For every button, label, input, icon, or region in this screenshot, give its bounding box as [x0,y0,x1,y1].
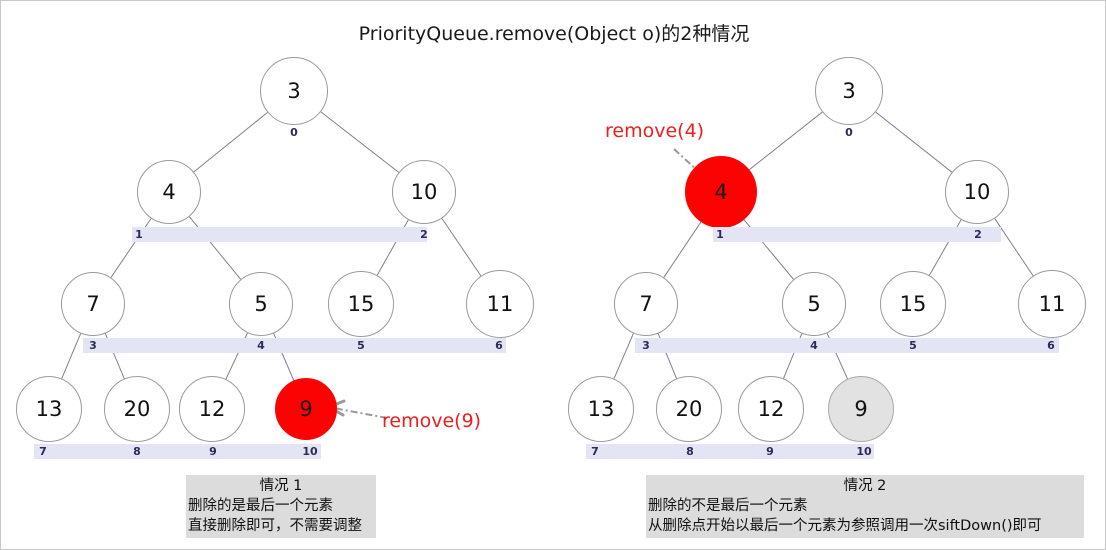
tree-node-value: 10 [410,180,438,204]
tree-node-right-8[interactable]: 20 [656,376,722,442]
node-index-label: 6 [495,339,503,352]
tree-node-left-8[interactable]: 20 [104,376,170,442]
node-index-label: 1 [716,228,724,241]
node-index-label: 9 [209,445,217,458]
tree-node-left-10[interactable]: 9 [275,378,337,440]
tree-node-value: 5 [254,292,268,316]
node-index-label: 4 [810,339,818,352]
tree-node-value: 20 [123,397,151,421]
tree-node-value: 10 [963,180,991,204]
tree-node-right-9[interactable]: 12 [738,376,804,442]
tree-node-value: 11 [486,292,514,316]
node-index-label: 0 [290,126,298,139]
tree-node-value: 13 [587,397,615,421]
node-index-label: 10 [302,445,318,458]
left-caption-line-1: 删除的是最后一个元素 [188,498,333,514]
tree-node-left-1[interactable]: 4 [137,160,201,224]
tree-node-right-2[interactable]: 10 [945,160,1009,224]
node-index-label: 2 [420,228,428,241]
tree-node-left-3[interactable]: 7 [61,272,125,336]
node-index-label: 10 [856,445,872,458]
tree-node-value: 7 [86,292,100,316]
tree-node-value: 5 [807,292,821,316]
right-caption-title: 情况 2 [843,478,887,494]
remove-9-label: remove(9) [382,410,482,432]
right-caption-line-2: 从删除点开始以最后一个元素为参照调用一次siftDown()即可 [648,518,1042,534]
tree-node-right-4[interactable]: 5 [782,272,846,336]
tree-node-value: 20 [675,397,703,421]
node-index-label: 3 [89,339,97,352]
tree-node-value: 7 [639,292,653,316]
index-band [34,444,321,459]
tree-node-value: 11 [1038,292,1066,316]
node-index-label: 5 [357,339,365,352]
index-band [83,338,506,353]
tree-node-value: 4 [714,180,728,204]
tree-edge [748,111,823,171]
node-index-label: 7 [591,445,599,458]
tree-node-value: 4 [162,180,176,204]
tree-node-right-6[interactable]: 11 [1018,270,1086,338]
node-index-label: 6 [1047,339,1055,352]
remove-4-label: remove(4) [605,120,705,142]
tree-edge [320,111,400,173]
index-band [635,338,1059,353]
tree-node-value: 9 [299,397,313,421]
page-title: PriorityQueue.remove(Object o)的2种情况 [358,23,750,45]
right-caption: 情况 2 删除的不是最后一个元素 从删除点开始以最后一个元素为参照调用一次sif… [646,475,1084,538]
tree-node-left-7[interactable]: 13 [16,376,82,442]
left-caption: 情况 1 删除的是最后一个元素 直接删除即可，不需要调整 [186,475,376,538]
tree-node-left-5[interactable]: 15 [328,271,394,337]
tree-node-right-0[interactable]: 3 [815,57,883,125]
node-index-label: 2 [974,228,982,241]
node-index-label: 9 [766,445,774,458]
tree-edge [441,218,482,277]
node-index-label: 8 [686,445,694,458]
tree-node-left-2[interactable]: 10 [392,160,456,224]
tree-node-value: 9 [854,397,868,421]
node-index-label: 7 [39,445,47,458]
tree-node-value: 15 [347,292,375,316]
tree-node-right-1[interactable]: 4 [685,156,757,228]
index-band [586,444,874,459]
tree-edge [875,111,953,173]
left-caption-line-2: 直接删除即可，不需要调整 [188,518,362,534]
left-caption-title: 情况 1 [259,478,303,494]
tree-edge [663,221,702,278]
tree-node-value: 15 [899,292,927,316]
node-index-label: 4 [257,339,265,352]
tree-edge [193,111,268,173]
node-index-label: 8 [133,445,141,458]
node-index-label: 3 [642,339,650,352]
right-caption-line-1: 删除的不是最后一个元素 [648,498,808,514]
tree-node-right-10[interactable]: 9 [828,376,894,442]
node-index-label: 1 [135,228,143,241]
tree-node-value: 12 [198,397,226,421]
tree-node-left-6[interactable]: 11 [466,270,534,338]
tree-edge [613,333,634,379]
tree-node-left-0[interactable]: 3 [260,57,328,125]
tree-node-right-7[interactable]: 13 [568,376,634,442]
tree-node-value: 3 [842,79,856,103]
tree-node-right-5[interactable]: 15 [880,271,946,337]
tree-node-left-4[interactable]: 5 [229,272,293,336]
tree-node-right-3[interactable]: 7 [614,272,678,336]
index-band [132,227,427,242]
tree-edge [61,333,82,379]
tree-node-left-9[interactable]: 12 [179,376,245,442]
node-index-label: 5 [909,339,917,352]
index-band [713,227,1001,242]
tree-node-value: 13 [35,397,63,421]
node-index-label: 0 [845,126,853,139]
tree-node-value: 3 [287,79,301,103]
tree-node-value: 12 [757,397,785,421]
